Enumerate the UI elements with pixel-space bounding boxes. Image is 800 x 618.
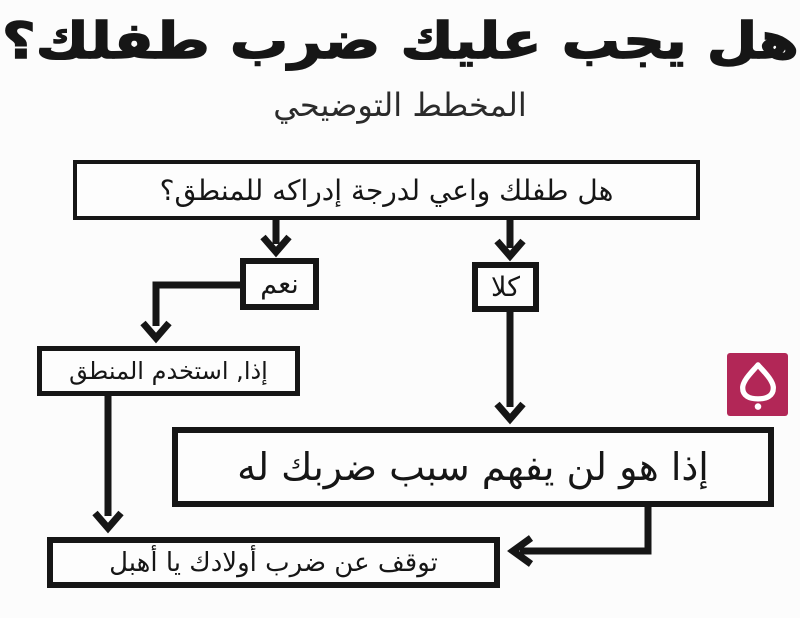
arabic-five-icon	[739, 361, 776, 410]
node-conclusion: توقف عن ضرب أولادك يا أهبل	[47, 537, 500, 588]
page-subtitle: المخطط التوضيحي	[273, 86, 527, 124]
arrow-result-to-conclusion-head	[507, 535, 534, 567]
node-use-logic-label: إذا, استخدم المنطق	[69, 357, 268, 385]
node-wont-understand-label: إذا هو لن يفهم سبب ضربك له	[237, 445, 709, 489]
arrow-question-to-yes-head	[260, 234, 292, 258]
arrow-yes-to-logic-head	[140, 320, 172, 344]
node-question-label: هل طفلك واعي لدرجة إدراكه للمنطق؟	[159, 173, 614, 207]
watermark-badge	[727, 353, 788, 416]
arrow-question-to-no-head	[494, 238, 526, 262]
arrow-yes-to-logic	[152, 281, 240, 326]
page-title-text: هل يجب عليك ضرب طفلك؟	[1, 11, 800, 71]
node-yes-label: نعم	[260, 268, 299, 300]
node-question: هل طفلك واعي لدرجة إدراكه للمنطق؟	[73, 160, 700, 220]
node-yes: نعم	[240, 258, 319, 310]
arrow-logic-to-conclusion-head	[92, 510, 124, 534]
arrow-result-to-conclusion	[520, 506, 652, 555]
node-use-logic: إذا, استخدم المنطق	[37, 346, 300, 396]
node-no: كلا	[472, 262, 539, 312]
node-no-label: كلا	[491, 271, 520, 303]
page-title: هل يجب عليك ضرب طفلك؟	[0, 4, 800, 78]
node-wont-understand: إذا هو لن يفهم سبب ضربك له	[172, 427, 774, 507]
node-conclusion-label: توقف عن ضرب أولادك يا أهبل	[109, 547, 438, 578]
arrow-no-to-result-head	[494, 401, 526, 425]
